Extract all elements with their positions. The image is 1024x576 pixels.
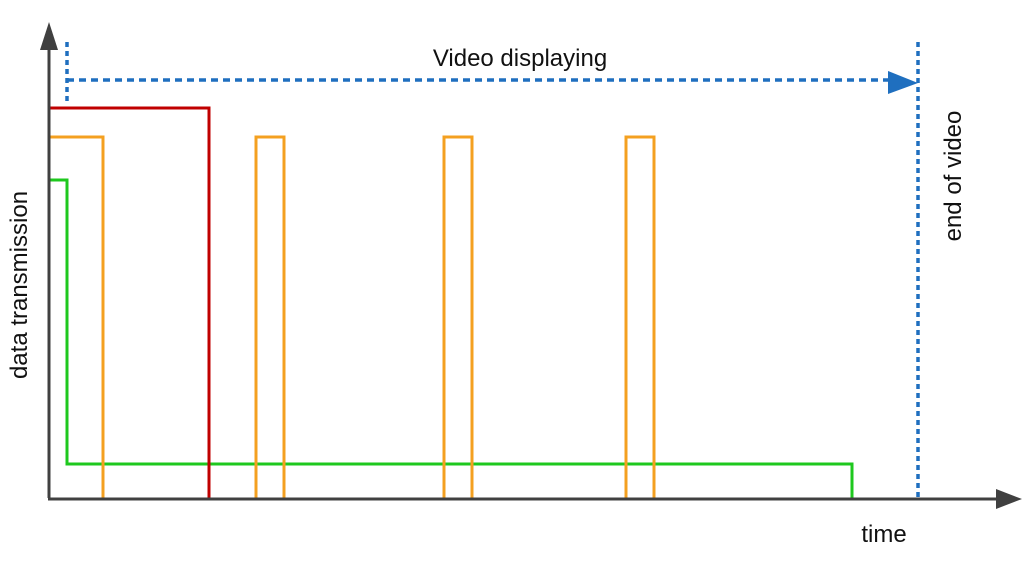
series-green-line [49,178,854,498]
x-axis-arrowhead-icon [996,489,1022,509]
y-axis-arrowhead-icon [40,22,58,50]
end-of-video-label: end of video [940,111,967,242]
series-orange-pulse-3 [624,135,656,498]
series-red-line [49,106,211,498]
series-orange-pulse-2 [442,135,474,498]
series-orange-pulse-1 [254,135,286,498]
y-axis-label: data transmission [6,191,33,379]
series-orange-line [49,135,105,498]
video-displaying-arrowhead-icon [888,71,918,94]
x-axis-label: time [861,521,906,548]
video-displaying-label: Video displaying [433,45,607,72]
